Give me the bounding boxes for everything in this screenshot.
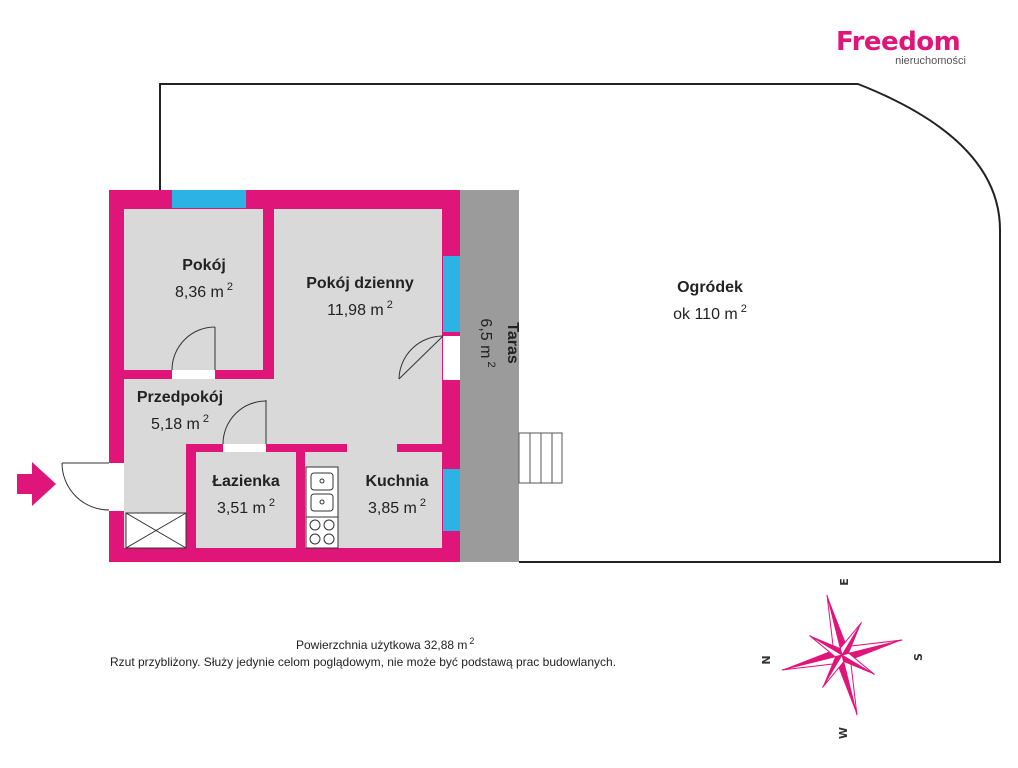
logo-tagline: nieruchomości <box>895 55 966 67</box>
room-name: Taras <box>504 322 521 364</box>
opening-living <box>263 379 274 444</box>
freedom-logo: Freedom nieruchomości <box>836 28 976 67</box>
garden-outline <box>159 83 1001 563</box>
compass-letter-n: N <box>760 655 773 664</box>
disclaimer-note: Rzut przybliżony. Służy jedynie celom po… <box>110 655 617 669</box>
door-pokoj <box>171 326 216 379</box>
room-name: Przedpokój <box>136 389 224 406</box>
compass-letter-e: E <box>838 578 851 586</box>
room-name: Pokój <box>182 257 226 274</box>
window-living <box>443 256 460 332</box>
garden-steps <box>518 432 563 484</box>
room-name: Kuchnia <box>365 473 429 490</box>
terrace <box>460 190 519 562</box>
floor-pokoj <box>124 209 263 370</box>
door-lazienka <box>222 400 267 452</box>
opening-kitchen <box>347 440 397 452</box>
floor-lazienka <box>196 452 296 548</box>
room-name: Pokój dzienny <box>306 275 414 292</box>
logo-wordmark: Freedom <box>836 27 961 57</box>
door-entrance <box>61 462 124 511</box>
room-area: 6,5 m2 <box>477 318 497 368</box>
compass-letter-s: S <box>912 653 925 661</box>
entrance-arrow-icon <box>17 462 56 506</box>
window-top <box>172 190 246 208</box>
room-name: Łazienka <box>212 473 280 490</box>
label-taras: Taras 6,5 m2 <box>462 313 522 373</box>
window-kitchen <box>443 469 460 531</box>
door-terrace <box>398 335 460 380</box>
wardrobe <box>125 512 187 549</box>
compass-letter-w: W <box>837 727 850 739</box>
stove-icon <box>305 516 339 549</box>
floor-przedpokoj <box>124 379 442 444</box>
kitchen-sink-icon <box>305 466 339 518</box>
compass-rose-icon <box>781 594 903 716</box>
room-name: Ogródek <box>677 279 743 296</box>
